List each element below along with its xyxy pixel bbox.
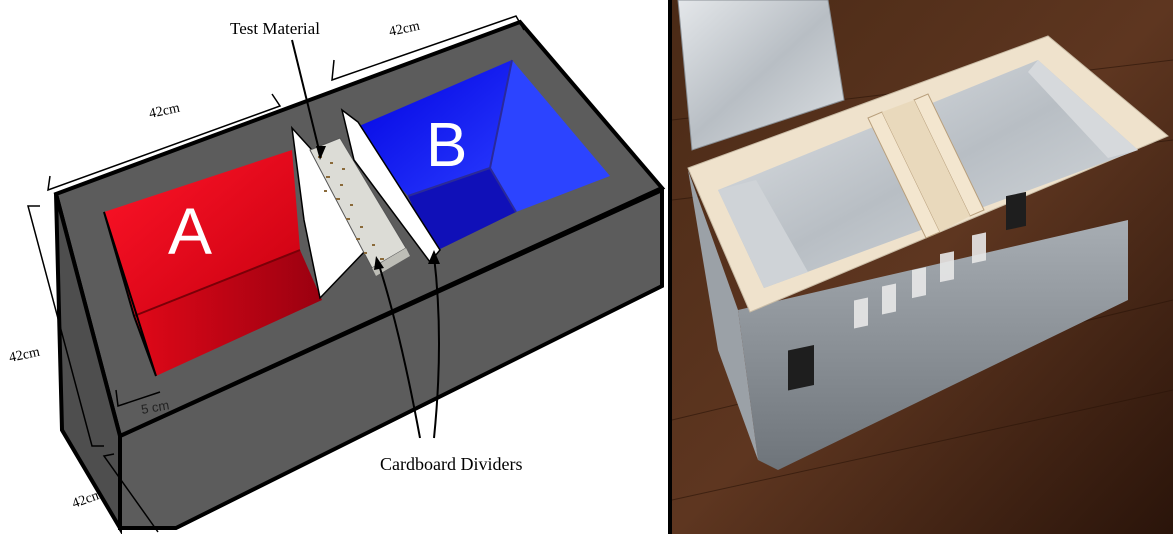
test-material-specks	[318, 156, 384, 260]
depth-label: 42cm	[70, 487, 104, 512]
box-diagram: Test Material Cardboard Dividers 42cm 42…	[7, 15, 666, 534]
wall-thickness-label: 5 cm	[140, 397, 170, 417]
box-diagram-drawing: Test Material Cardboard Dividers 42cm 42…	[8, 15, 666, 534]
box-left-wall	[688, 170, 758, 460]
box-photo	[668, 0, 1173, 534]
width-b-label: 42cm	[388, 19, 422, 40]
chamber-a-label: A	[168, 194, 212, 268]
chamber-b-back-wall	[350, 60, 512, 196]
chamber-b-side-wall	[490, 60, 610, 212]
box-front-stickers	[788, 191, 1026, 391]
cardboard-divider-left	[290, 125, 367, 300]
chamber-a-floor	[134, 250, 322, 376]
chamber-a-back-wall	[104, 150, 300, 316]
box-left-face	[54, 193, 122, 534]
insulated-lid	[677, 0, 845, 151]
cardboard-dividers-label: Cardboard Dividers	[380, 454, 522, 474]
chamber-b-floor	[408, 168, 516, 252]
test-material-label: Test Material	[230, 19, 320, 38]
chamber-b-label: B	[426, 111, 467, 180]
height-label: 42cm	[8, 345, 42, 366]
box-front-wall	[738, 220, 1128, 470]
photo-test-slot	[882, 100, 970, 232]
width-a-label: 42cm	[148, 101, 182, 122]
photo-divider-right	[913, 93, 985, 217]
box-photo-drawing	[671, 0, 1173, 534]
